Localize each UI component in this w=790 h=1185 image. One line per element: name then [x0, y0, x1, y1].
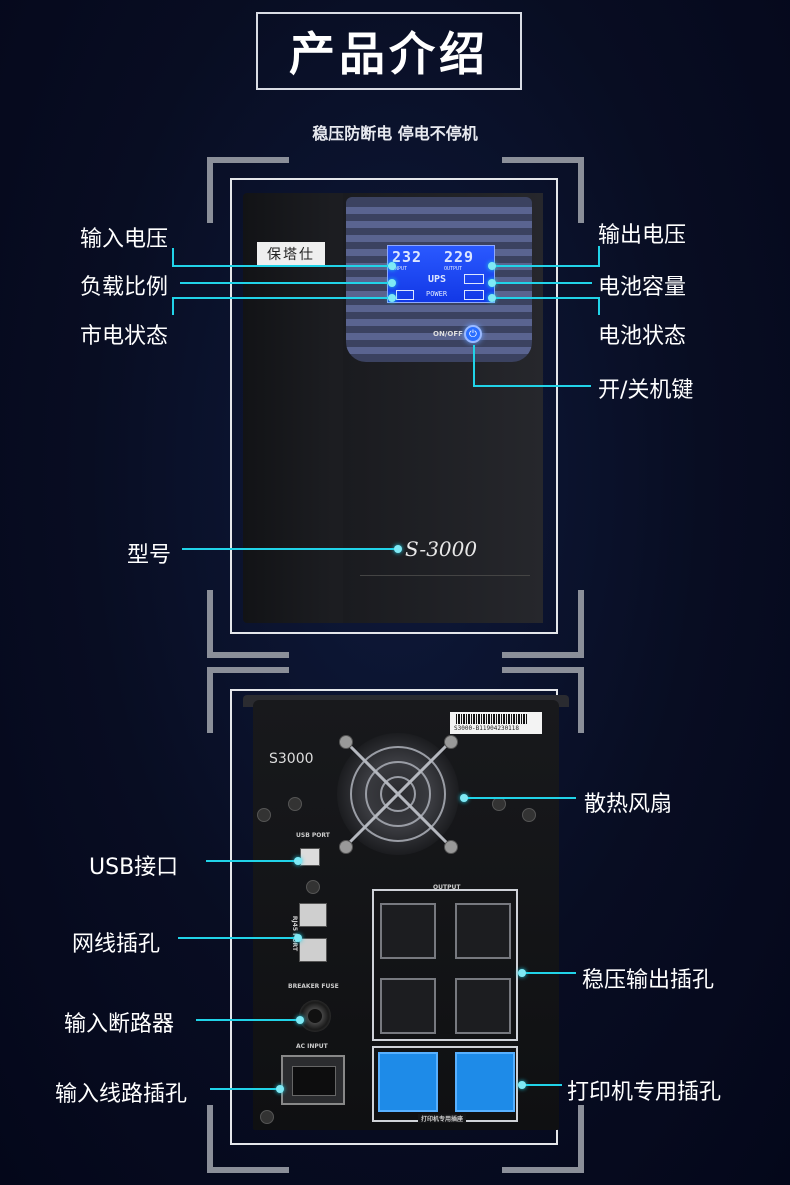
lcd-output-value: 229 — [444, 248, 475, 266]
power-button[interactable]: ⏻ — [464, 325, 482, 343]
serial-number: S3000-B11904230118 — [454, 725, 520, 732]
front-panel-frame — [230, 178, 558, 634]
onoff-label: ON/OFF — [433, 330, 463, 338]
back-model-text: S3000 — [269, 751, 314, 767]
rj45-port-1[interactable] — [299, 903, 327, 927]
annotation-battery-status: 电池状态 — [598, 324, 687, 349]
printer-socket-2[interactable] — [455, 1052, 515, 1112]
output-socket-3[interactable] — [380, 978, 436, 1034]
front-model-text: S-3000 — [405, 537, 478, 561]
frame-corner — [502, 667, 584, 733]
printer-socket-1[interactable] — [378, 1052, 438, 1112]
plug-icon — [396, 290, 414, 300]
ac-input-label: AC INPUT — [296, 1043, 328, 1050]
page-title: 产品介绍 — [256, 12, 522, 90]
rj45-port-2[interactable] — [299, 938, 327, 962]
frame-corner — [502, 1105, 584, 1173]
annotation-printer-output: 打印机专用插孔 — [567, 1080, 722, 1105]
lcd-power-label: POWER — [426, 290, 448, 298]
usb-port-label: USB PORT — [296, 832, 330, 839]
output-label: OUTPUT — [430, 884, 464, 891]
ac-input-socket[interactable] — [281, 1055, 345, 1105]
printer-socket-label: 打印机专用插座 — [418, 1114, 467, 1123]
lcd-input-value: 232 — [392, 248, 423, 266]
frame-corner — [502, 590, 584, 658]
annotation-output-voltage: 输出电压 — [598, 223, 687, 248]
annotation-input-voltage: 输入电压 — [80, 227, 169, 252]
annotation-usb: USB接口 — [89, 855, 179, 880]
annotation-power-key: 开/关机键 — [598, 378, 694, 403]
annotation-breaker: 输入断路器 — [64, 1012, 175, 1037]
frame-corner — [207, 590, 289, 658]
brand-plate: 保塔仕 — [257, 242, 325, 266]
barcode — [456, 714, 528, 724]
output-socket-grid — [372, 889, 518, 1041]
frame-corner — [207, 1105, 289, 1173]
lcd-display: 232 229 INPUT OUTPUT UPS POWER — [387, 245, 495, 303]
output-socket-1[interactable] — [380, 903, 436, 959]
annotation-input-line: 输入线路插孔 — [55, 1082, 188, 1107]
usb-port[interactable] — [300, 848, 320, 866]
frame-corner — [207, 157, 289, 223]
lcd-input-label: INPUT — [392, 266, 408, 272]
annotation-network: 网线插孔 — [72, 932, 161, 957]
lcd-ups-label: UPS — [428, 274, 447, 285]
annotation-model: 型号 — [127, 543, 172, 568]
power-icon: ⏻ — [469, 328, 477, 340]
breaker-fuse-label: BREAKER FUSE — [288, 983, 339, 990]
display-panel — [346, 197, 532, 362]
annotation-cooling-fan: 散热风扇 — [584, 792, 673, 817]
annotation-stabilized-output: 稳压输出插孔 — [582, 968, 715, 993]
fan-guard-cross — [343, 739, 453, 849]
frame-corner — [207, 667, 289, 733]
battery-icon — [464, 274, 484, 284]
annotation-battery-capacity: 电池容量 — [598, 275, 687, 300]
output-socket-4[interactable] — [455, 978, 511, 1034]
output-socket-2[interactable] — [455, 903, 511, 959]
annotation-load-ratio: 负载比例 — [80, 275, 169, 300]
page-subtitle: 稳压防断电 停电不停机 — [312, 124, 478, 143]
frame-corner — [502, 157, 584, 223]
breaker-fuse[interactable] — [299, 1000, 331, 1032]
battery-status-icon — [464, 290, 484, 300]
lcd-output-label: OUTPUT — [444, 266, 463, 272]
annotation-mains-status: 市电状态 — [80, 324, 169, 349]
